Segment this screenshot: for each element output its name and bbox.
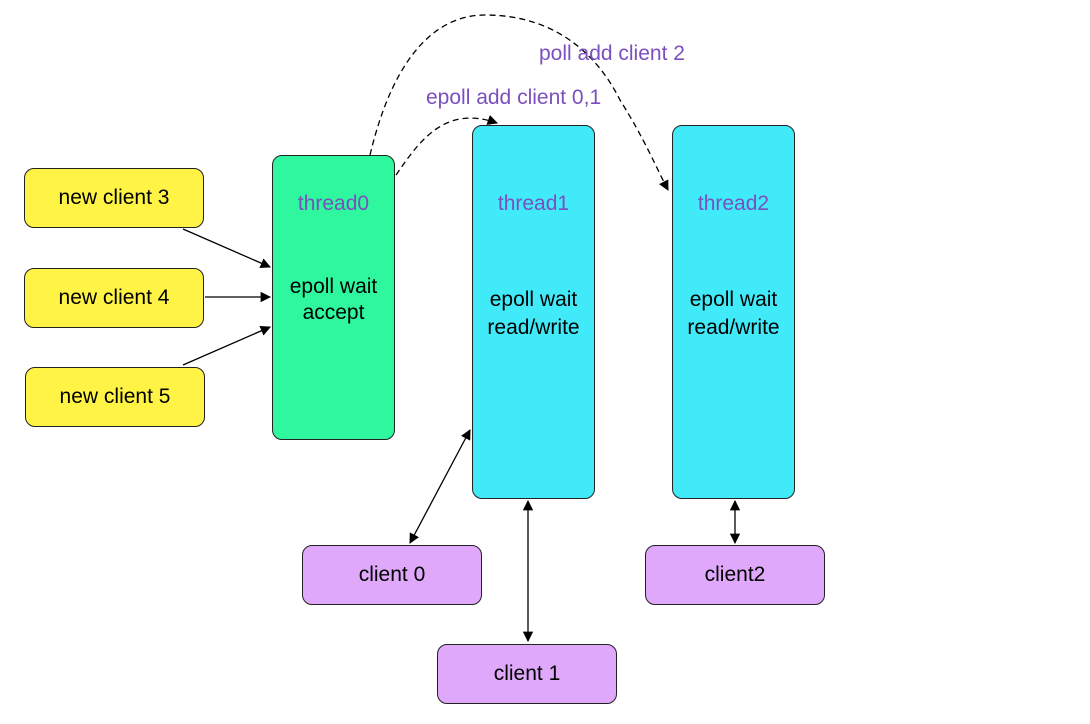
thread1-name: thread1: [497, 192, 570, 215]
edge-thread0-to-thread1: [395, 115, 498, 176]
thread0-line2: accept: [302, 301, 365, 324]
edge-new-client-3-to-thread0: [182, 228, 271, 269]
edge-label-add-client-2: poll add client 2: [539, 42, 685, 65]
edge-client0-thread1: [409, 429, 471, 544]
edge-label-add-client-0-1: epoll add client 0,1: [426, 86, 602, 109]
node-client-1-label: client 1: [493, 662, 561, 685]
node-client-0: client 0: [302, 545, 482, 605]
node-thread2: thread2 epoll wait read/write: [672, 125, 795, 499]
edge-new-client-5-to-thread0: [182, 325, 271, 366]
thread0-name: thread0: [297, 192, 370, 215]
node-client-2: client2: [645, 545, 825, 605]
node-client-0-label: client 0: [358, 563, 426, 586]
thread0-line1: epoll wait: [289, 275, 378, 298]
node-new-client-4: new client 4: [24, 268, 204, 328]
thread2-line1: epoll wait: [689, 288, 778, 311]
node-client-2-label: client2: [704, 563, 766, 586]
thread2-line2: read/write: [687, 316, 780, 339]
node-new-client-5: new client 5: [25, 367, 205, 427]
thread1-line1: epoll wait: [489, 288, 578, 311]
node-new-client-3-label: new client 3: [58, 186, 170, 209]
thread1-line2: read/write: [487, 316, 580, 339]
node-new-client-3: new client 3: [24, 168, 204, 228]
node-thread0: thread0 epoll wait accept: [272, 155, 395, 440]
node-thread1: thread1 epoll wait read/write: [472, 125, 595, 499]
node-new-client-5-label: new client 5: [59, 385, 171, 408]
edge-thread0-to-thread2: [369, 14, 669, 191]
thread2-name: thread2: [697, 192, 770, 215]
node-new-client-4-label: new client 4: [58, 286, 170, 309]
node-client-1: client 1: [437, 644, 617, 704]
